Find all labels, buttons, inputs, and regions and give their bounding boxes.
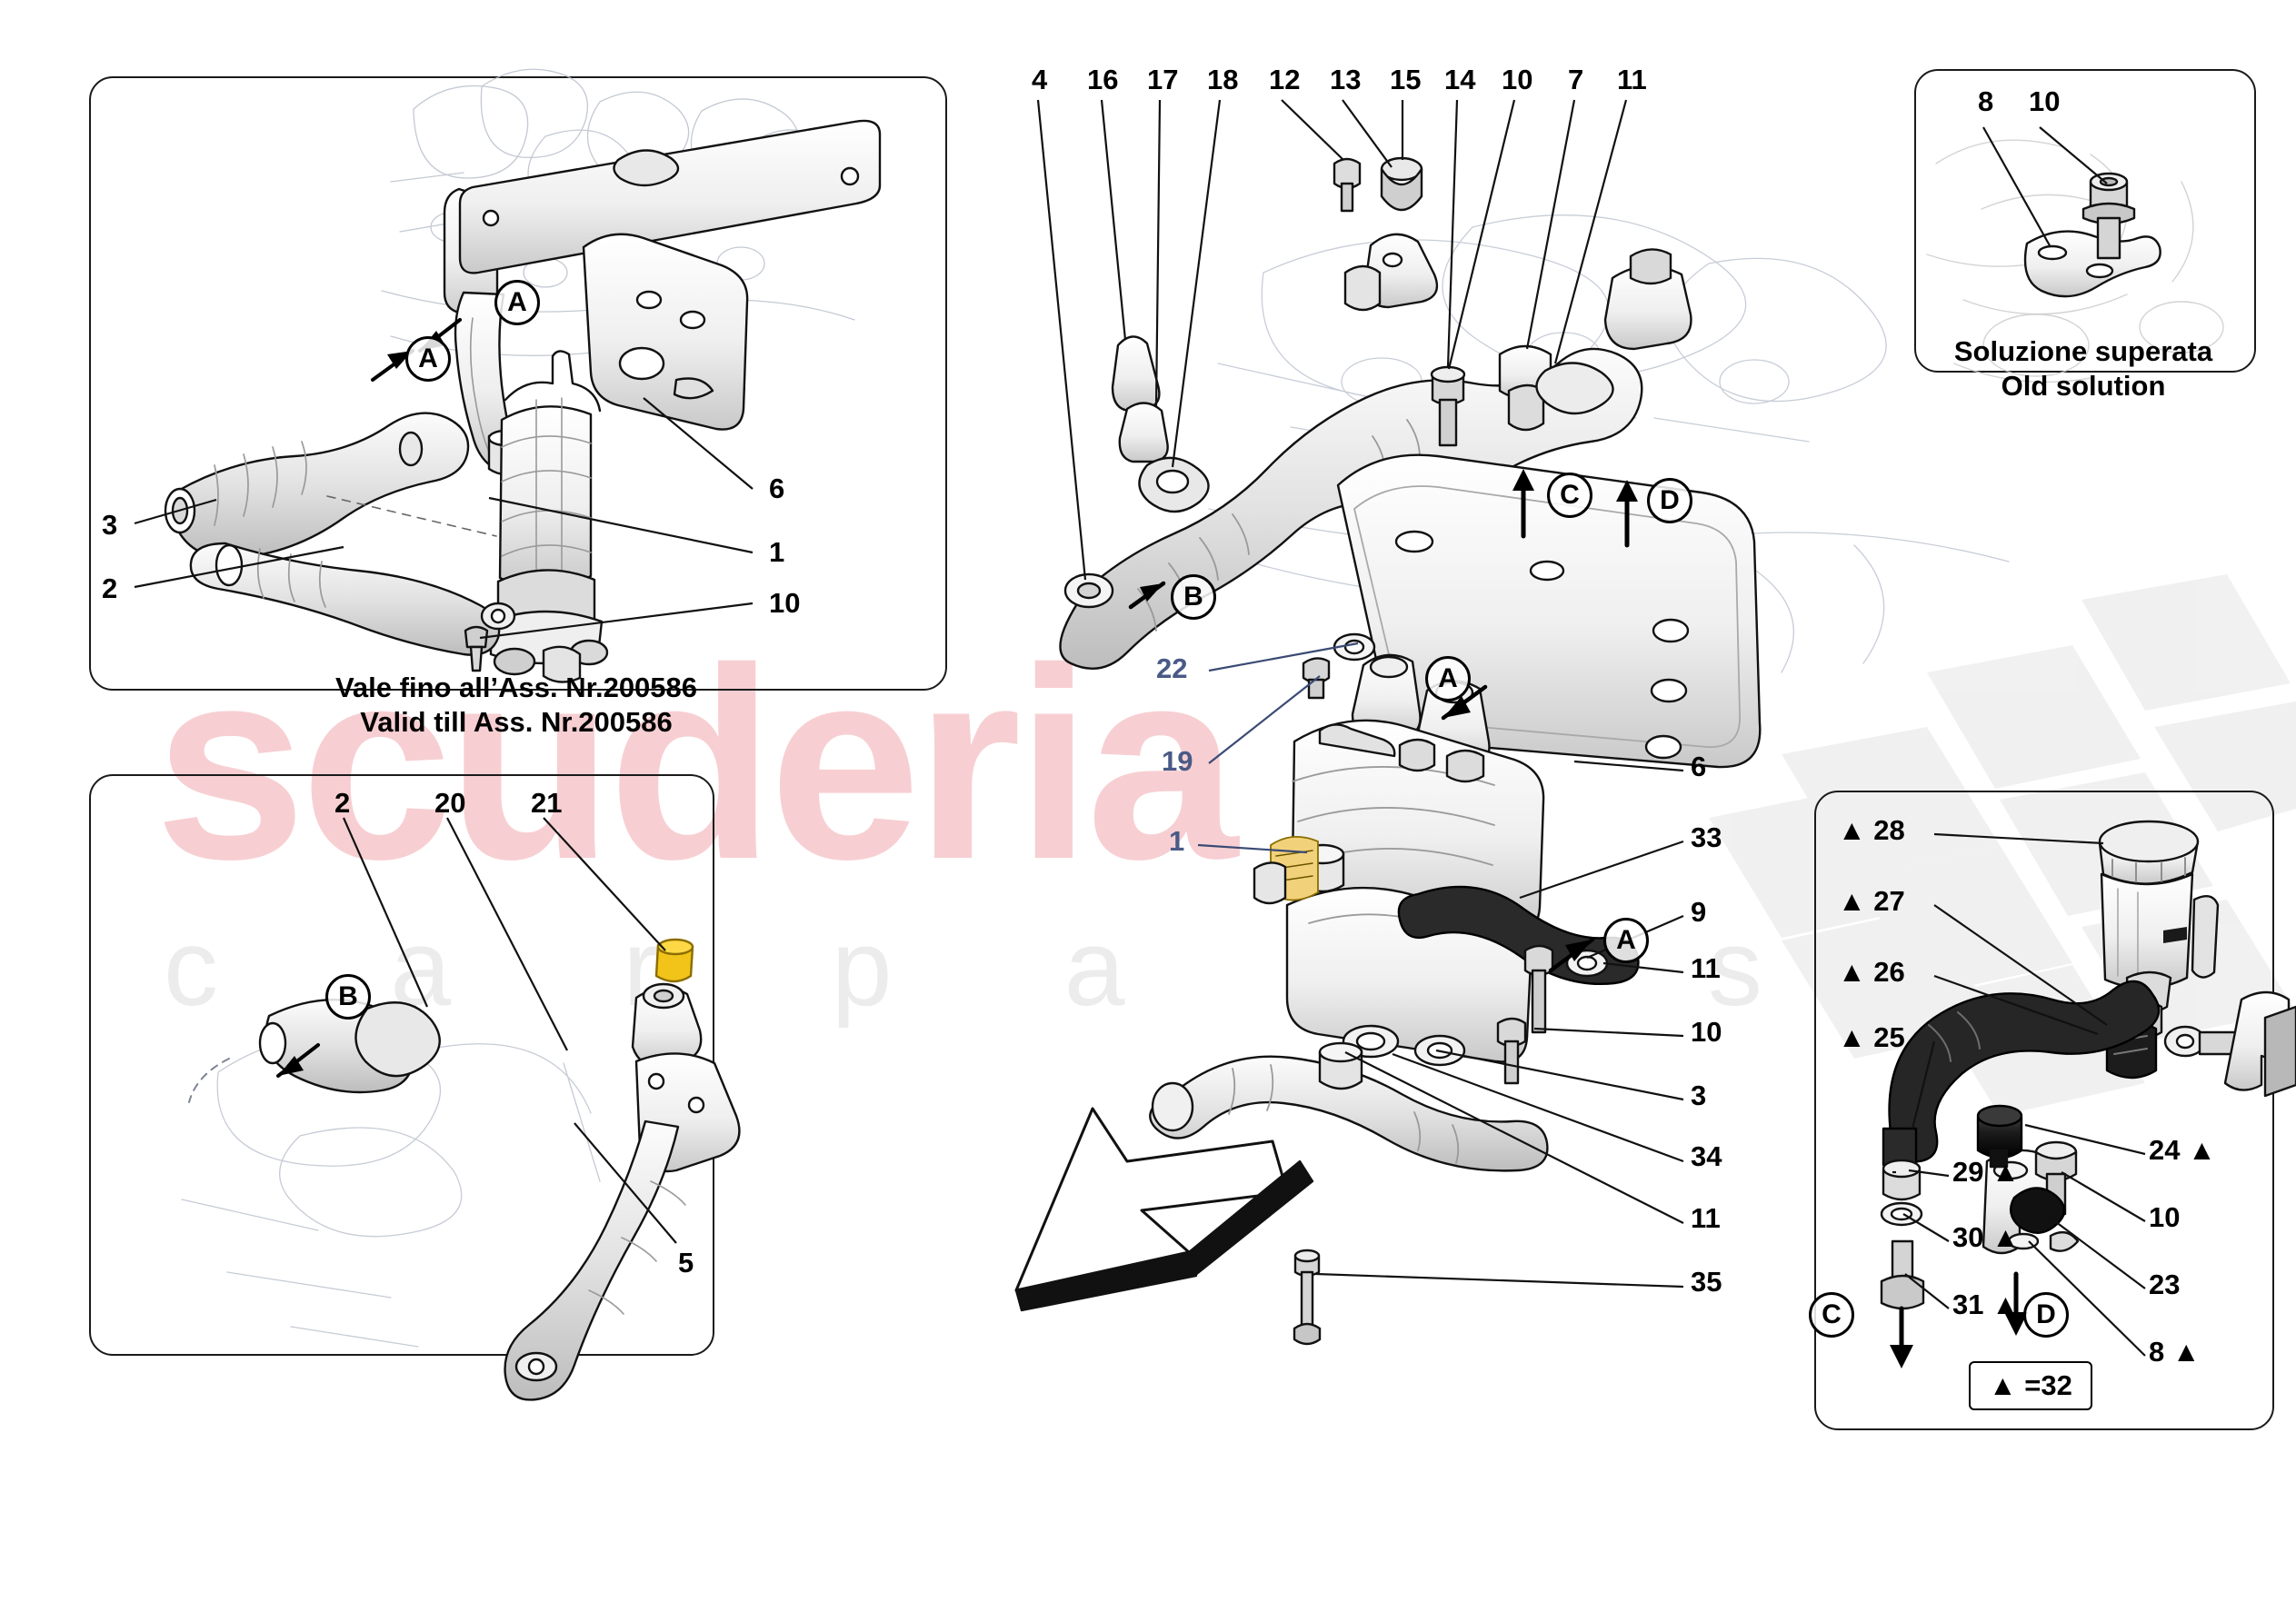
callout-19: 19: [1162, 745, 1193, 777]
callout-17: 17: [1147, 64, 1179, 95]
callout-10-tl: 10: [769, 587, 801, 619]
callout-12: 12: [1269, 64, 1301, 95]
callout-3: 3: [102, 509, 118, 541]
callout-28-tri: ▲ 28: [1838, 814, 1905, 846]
callout-8-tr: 8: [1978, 85, 1994, 117]
caption-english: Valid till Ass. Nr.200586: [360, 705, 673, 738]
callout-10-main: 10: [1691, 1016, 1722, 1048]
callout-16: 16: [1087, 64, 1119, 95]
callout-4: 4: [1032, 64, 1048, 95]
old-solution-english: Old solution: [2001, 369, 2166, 402]
marker-a-right: A: [1603, 918, 1649, 963]
callout-26-tri: ▲ 26: [1838, 956, 1905, 988]
callout-35: 35: [1691, 1266, 1722, 1298]
callout-33: 33: [1691, 821, 1722, 853]
callout-22: 22: [1156, 652, 1188, 684]
callout-1-main: 1: [1169, 825, 1185, 857]
callout-8-tri: 8 ▲: [2149, 1336, 2201, 1368]
callout-3-main: 3: [1691, 1080, 1707, 1111]
triangle-legend: ▲ =32: [1969, 1361, 2092, 1410]
caption-old-solution: Soluzione superata Old solution: [1914, 334, 2252, 403]
marker-c-br: C: [1809, 1292, 1854, 1338]
callout-10-br: 10: [2149, 1201, 2181, 1233]
callout-11-a: 11: [1691, 952, 1721, 984]
marker-a-main: A: [1425, 656, 1471, 702]
callout-11-top: 11: [1617, 64, 1647, 95]
marker-a-tl-2: A: [405, 336, 451, 382]
marker-a-tl-1: A: [494, 280, 540, 325]
panel-top-left: [89, 76, 947, 691]
callout-6-tl: 6: [769, 473, 785, 504]
caption-top-left-panel: Vale fino all’Ass. Nr.200586 Valid till …: [89, 671, 943, 740]
callout-15: 15: [1390, 64, 1422, 95]
callout-27-tri: ▲ 27: [1838, 885, 1905, 917]
callout-9: 9: [1691, 896, 1707, 928]
marker-b-bl: B: [325, 974, 371, 1020]
callout-2-bl: 2: [334, 787, 351, 819]
callout-20: 20: [434, 787, 466, 819]
marker-d-br: D: [2023, 1292, 2069, 1338]
callout-29-tri: 29 ▲: [1952, 1156, 2020, 1188]
callout-2: 2: [102, 572, 118, 604]
caption-italian: Vale fino all’Ass. Nr.200586: [334, 672, 698, 703]
marker-d-main: D: [1647, 478, 1692, 523]
callout-14: 14: [1444, 64, 1476, 95]
panel-top-right: [1914, 69, 2256, 373]
callout-10-tr: 10: [2029, 85, 2061, 117]
callout-5: 5: [678, 1247, 694, 1279]
marker-b-main: B: [1171, 574, 1216, 620]
callout-7: 7: [1568, 64, 1584, 95]
callout-24-tri: 24 ▲: [2149, 1134, 2216, 1166]
callout-10-top: 10: [1502, 64, 1533, 95]
panel-bottom-left: [89, 774, 714, 1356]
callout-34: 34: [1691, 1140, 1722, 1172]
callout-21: 21: [531, 787, 563, 819]
callout-31-tri: 31 ▲: [1952, 1289, 2020, 1320]
callout-23: 23: [2149, 1269, 2181, 1300]
callout-11-b: 11: [1691, 1202, 1721, 1234]
callout-25-tri: ▲ 25: [1838, 1021, 1905, 1053]
marker-c-main: C: [1547, 473, 1592, 518]
callout-13: 13: [1330, 64, 1362, 95]
callout-30-tri: 30 ▲: [1952, 1221, 2020, 1253]
callout-1-tl: 1: [769, 536, 785, 568]
old-solution-italian: Soluzione superata: [1953, 335, 2213, 367]
callout-6-main: 6: [1691, 751, 1707, 782]
callout-18: 18: [1207, 64, 1239, 95]
